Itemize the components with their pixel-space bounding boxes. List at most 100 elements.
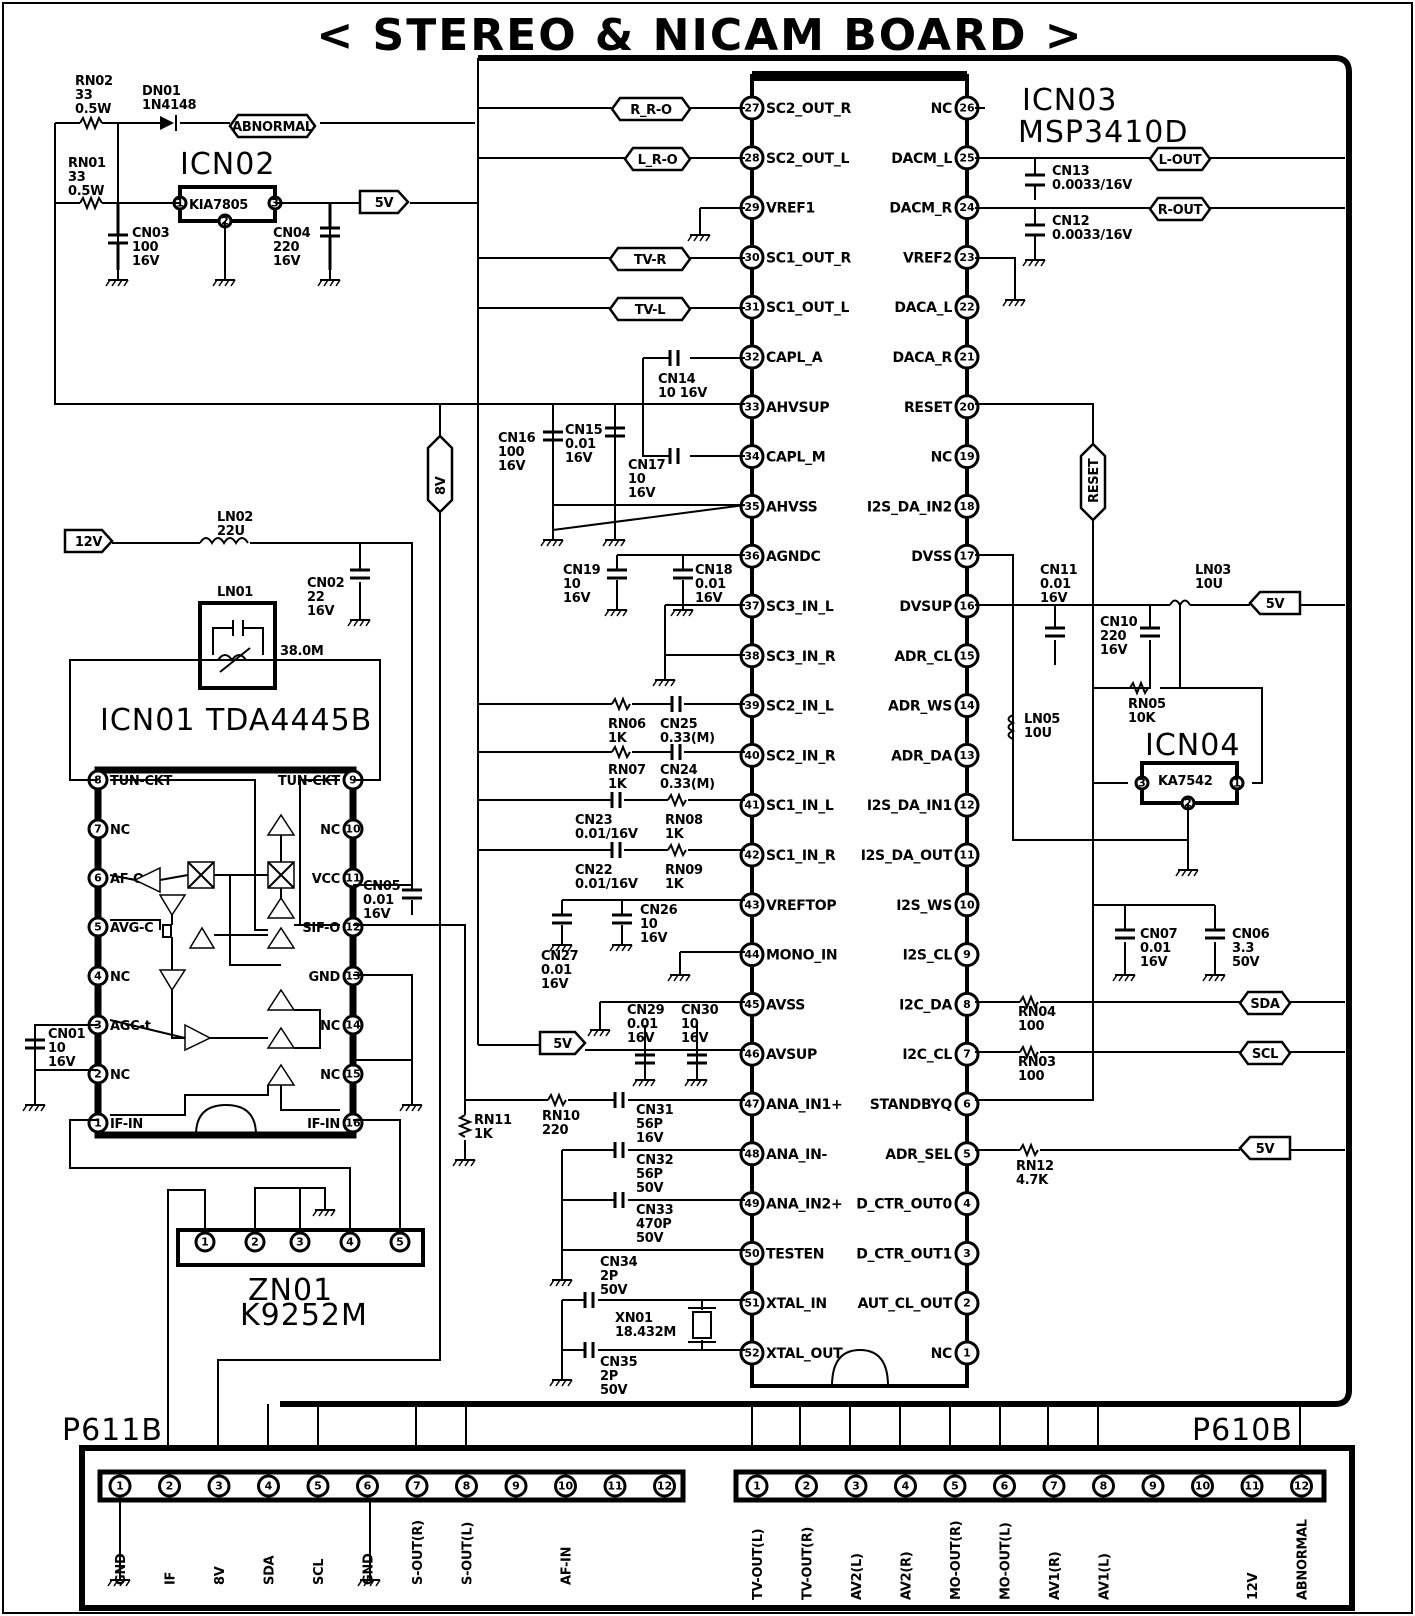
p611b-signal-label: S-OUT(L)	[461, 1522, 476, 1585]
component-label-line: 16V	[132, 254, 159, 269]
pin-AHVSUP: 33	[739, 394, 765, 420]
component-label-line: CN03	[132, 226, 170, 241]
icn03-left-pin-label: MONO_IN	[766, 948, 837, 964]
net-label-text: 5V	[553, 1037, 572, 1052]
ln01-ref: LN01	[217, 585, 253, 600]
pin-p611b-1: 1	[108, 1474, 132, 1498]
net-label-text: SCL	[1252, 1047, 1278, 1062]
component-label-line: 16V	[563, 591, 590, 606]
component-label-line: CN29	[627, 1003, 665, 1018]
component-label-line: CN26	[640, 903, 678, 918]
icn01-right-pin-label: IF-IN	[307, 1117, 340, 1132]
pin-I2S_DA_IN2: 18	[954, 493, 980, 519]
wiring	[34, 107, 1345, 1570]
icn01-right-pin-label: TUN-CKT	[278, 774, 341, 789]
component-label-line: 0.33(M)	[660, 731, 715, 746]
pin-NC: 1	[954, 1340, 980, 1366]
component-label-line: CN11	[1040, 563, 1078, 578]
net-label-l_out: L-OUT	[1148, 146, 1212, 172]
net-label-8v: 8V	[426, 434, 454, 514]
pin-AF-O: 6	[87, 867, 109, 889]
pin-zn01-1: 2	[244, 1231, 266, 1253]
p610b-header	[733, 1469, 1327, 1503]
pin-circle	[1134, 775, 1150, 791]
component-label-line: 220	[542, 1123, 568, 1138]
p610b-signal-label: ABNORMAL	[1296, 1519, 1311, 1600]
net-label-5v_d: 5V	[538, 1030, 587, 1056]
pin-p611b-6: 6	[356, 1474, 379, 1498]
pin-circle	[108, 1474, 132, 1498]
pin-number: 9	[963, 948, 971, 961]
component-label-line: 50V	[636, 1231, 663, 1246]
pin-circle	[554, 1474, 577, 1498]
pin-I2S_WS: 10	[954, 892, 980, 918]
pin-p611b-9: 9	[504, 1474, 528, 1498]
icn03-right-pin-label: RESET	[904, 400, 953, 416]
board-outline	[280, 55, 1352, 1407]
pin-number: 29	[744, 201, 759, 214]
p610b-signal-label: AV2(R)	[900, 1552, 915, 1600]
pin-SC2_OUT_R: 27	[739, 95, 765, 121]
p611b-signal-label: SDA	[263, 1555, 278, 1585]
pin-circle	[87, 1112, 109, 1134]
net-label-text: 5V	[375, 196, 394, 211]
pin-SC1_IN_R: 42	[739, 842, 765, 868]
icn01-label: ICN01 TDA4445B	[100, 703, 372, 738]
component-label-line: 16V	[640, 931, 667, 946]
net-label-l_r_o: L_R-O	[623, 146, 692, 172]
pin-number: 27	[744, 102, 759, 115]
pin-circle	[1290, 1474, 1313, 1498]
p611b-header	[97, 1469, 686, 1503]
pin-number: 16	[345, 1117, 361, 1130]
icn03-right-pin-label: DVSS	[911, 549, 952, 565]
pin-NC: 15	[342, 1063, 364, 1085]
pin-DVSUP: 16	[954, 593, 980, 619]
component-label-line: 470P	[636, 1217, 671, 1232]
pin-circle	[244, 1231, 266, 1253]
pin-circle	[954, 742, 980, 768]
pin-p610b-12: 12	[1290, 1474, 1313, 1498]
pin-I2C_DA: 8	[954, 991, 980, 1017]
component-label-line: CN14	[658, 372, 696, 387]
icn03-left-pin-label: AHVSS	[766, 499, 818, 515]
pin-ADR_WS: 14	[954, 693, 980, 719]
component-label-line: RN10	[542, 1109, 580, 1124]
pin-IF-IN: 1	[87, 1112, 109, 1134]
pin-circle	[739, 394, 765, 420]
pin-p610b-11: 11	[1240, 1474, 1264, 1498]
pin-circle	[158, 1474, 181, 1498]
p610b-label: P610B	[1192, 1413, 1293, 1448]
pin-circle	[342, 1014, 364, 1036]
component-label-line: 16V	[627, 1031, 654, 1046]
component-label-line: 0.01	[1140, 941, 1171, 956]
pin-number: 7	[1050, 1480, 1058, 1493]
pin-number: 5	[396, 1236, 404, 1249]
pin-RESET: 20	[954, 394, 980, 420]
pin-circle	[739, 1340, 765, 1366]
icn01-left-pin-label: AVG-C	[110, 921, 153, 936]
icn03-right-pin-label: VREF2	[903, 250, 952, 266]
pin-p610b-7: 7	[1042, 1474, 1066, 1498]
pin-number: 2	[166, 1480, 174, 1493]
component-label-line: 10 16V	[658, 386, 707, 401]
icn03-left-pin-label: SC2_IN_R	[766, 748, 836, 764]
net-label-text: 5V	[1256, 1142, 1275, 1157]
pin-number: 9	[512, 1480, 520, 1493]
icn03-right-pin-label: DACM_L	[891, 151, 952, 167]
pin-IF-IN: 16	[342, 1112, 364, 1134]
pin-NC: 7	[87, 818, 109, 840]
pin-number: 30	[744, 251, 760, 264]
pin-p611b-3: 3	[207, 1474, 231, 1498]
pin-number: 43	[744, 898, 759, 911]
pin-circle	[306, 1474, 330, 1498]
icn02-ref: ICN02	[180, 147, 275, 182]
pin-p610b-5: 5	[943, 1474, 967, 1498]
